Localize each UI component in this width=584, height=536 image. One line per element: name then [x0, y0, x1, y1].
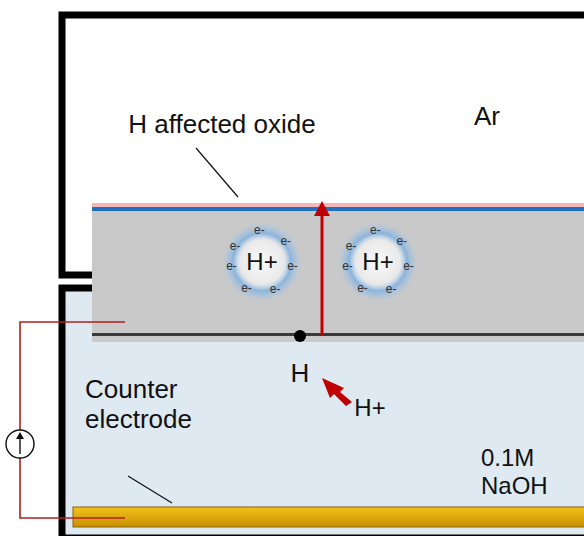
electron-label: e-	[346, 240, 357, 254]
oxide-layer	[92, 207, 584, 211]
metal-membrane	[92, 204, 584, 342]
charging-surface	[92, 333, 584, 336]
wire	[20, 458, 125, 518]
electron-cloud	[338, 222, 418, 302]
electron-label: e-	[241, 282, 252, 296]
electron-label: e-	[287, 260, 298, 274]
electron-label: e-	[254, 224, 265, 238]
current-source-symbol	[16, 432, 24, 439]
diffusion-arrow	[321, 214, 324, 336]
electron-label: e-	[403, 260, 414, 274]
ion-label: H+	[354, 394, 385, 422]
leader-line	[196, 148, 238, 197]
ion-label: H+	[246, 248, 277, 276]
electron-label: e-	[230, 240, 241, 254]
diffusion-arrowhead	[314, 201, 330, 216]
atom-label: H	[291, 359, 310, 389]
electron-label: e-	[396, 235, 407, 249]
electron-label: e-	[226, 260, 237, 274]
electron-label: e-	[270, 283, 281, 297]
leader-line	[128, 476, 172, 503]
electron-label: e-	[370, 224, 381, 238]
adsorbed-hydrogen-dot	[294, 330, 306, 342]
layer-label: H affected oxide	[128, 110, 315, 140]
electron-label: e-	[342, 260, 353, 274]
gas-label: Ar	[474, 102, 500, 132]
electrolyte-label: 0.1M NaOH	[481, 444, 581, 499]
electron-label: e-	[357, 282, 368, 296]
ion-label: H+	[362, 248, 393, 276]
ion-circle: H+	[358, 246, 398, 278]
electron-label: e-	[386, 283, 397, 297]
ion-circle: H+	[242, 246, 282, 278]
counter-electrode-plate	[73, 507, 584, 527]
electrode-label: Counter electrode	[85, 375, 215, 435]
entry-arrow	[322, 378, 352, 406]
oxide-layer	[92, 203, 584, 207]
current-source-symbol	[6, 430, 34, 458]
electron-cloud	[222, 222, 302, 302]
electron-label: e-	[280, 235, 291, 249]
